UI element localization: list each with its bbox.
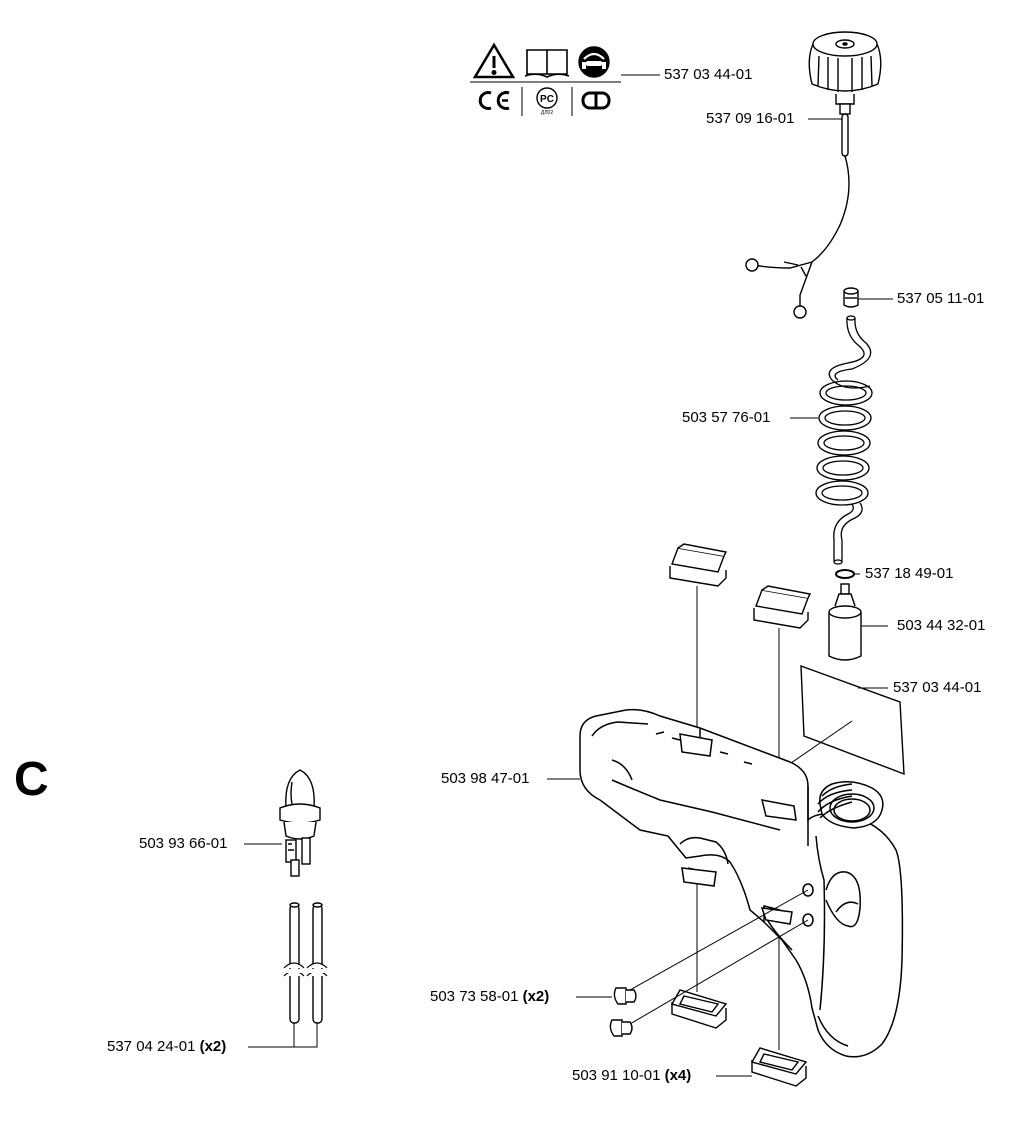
warning-triangle-icon	[472, 42, 516, 79]
rubber-mounts-part-number: 503 91 10-01	[572, 1067, 661, 1084]
rubber-mounts-quantity: (x4)	[664, 1067, 692, 1084]
rubber-mount-top-left	[669, 543, 728, 587]
fuel-lines	[283, 902, 328, 1024]
eac-mark-icon	[581, 91, 611, 110]
label-grommet: 537 05 11-01	[897, 290, 985, 307]
rubber-mount-bottom-right	[750, 1047, 808, 1087]
manual-book-icon	[524, 49, 570, 78]
fuel-hose-coil	[815, 315, 873, 565]
label-fuel-cap: 537 09 16-01	[706, 110, 795, 127]
label-o-ring: 537 18 49-01	[865, 565, 954, 582]
fuel-tank	[579, 708, 904, 1058]
rubber-mount-bottom-left	[670, 989, 728, 1029]
label-plugs: 503 73 58-01 (x2)	[430, 988, 549, 1006]
label-fuel-lines: 537 04 24-01 (x2)	[107, 1038, 226, 1056]
plug-upper	[613, 987, 637, 1005]
ear-eye-protection-icon	[578, 46, 610, 78]
fuel-cap	[745, 31, 882, 319]
o-ring	[835, 569, 855, 579]
label-decal	[800, 664, 905, 776]
rubber-mount-top-right	[753, 585, 812, 629]
plugs-quantity: (x2)	[522, 988, 550, 1005]
grommet	[843, 287, 859, 308]
decal-small-text: ДЛ02	[541, 110, 553, 116]
svg-text:PC: PC	[540, 94, 554, 105]
plug-lower	[609, 1019, 633, 1037]
label-primer-bulb: 503 93 66-01	[139, 835, 228, 852]
label-rubber-mounts: 503 91 10-01 (x4)	[572, 1067, 691, 1085]
section-letter: C	[14, 753, 49, 806]
label-fuel-filter: 503 44 32-01	[897, 617, 986, 634]
label-symbol-decal: 537 03 44-01	[664, 66, 753, 83]
fuel-filter	[828, 583, 862, 661]
label-label-decal: 537 03 44-01	[893, 679, 982, 696]
symbol-decal: PC ДЛ02	[470, 42, 621, 116]
fuel-lines-part-number: 537 04 24-01	[107, 1038, 196, 1055]
plugs-part-number: 503 73 58-01	[430, 988, 519, 1005]
ce-mark-icon	[478, 91, 510, 110]
pct-mark-icon: PC ДЛ02	[536, 87, 558, 116]
coil-loops	[815, 380, 873, 506]
label-fuel-hose-coil: 503 57 76-01	[682, 409, 771, 426]
leader-lines	[244, 118, 893, 1077]
fuel-lines-quantity: (x2)	[199, 1038, 227, 1055]
label-fuel-tank: 503 98 47-01	[441, 770, 530, 787]
primer-bulb	[279, 769, 321, 877]
